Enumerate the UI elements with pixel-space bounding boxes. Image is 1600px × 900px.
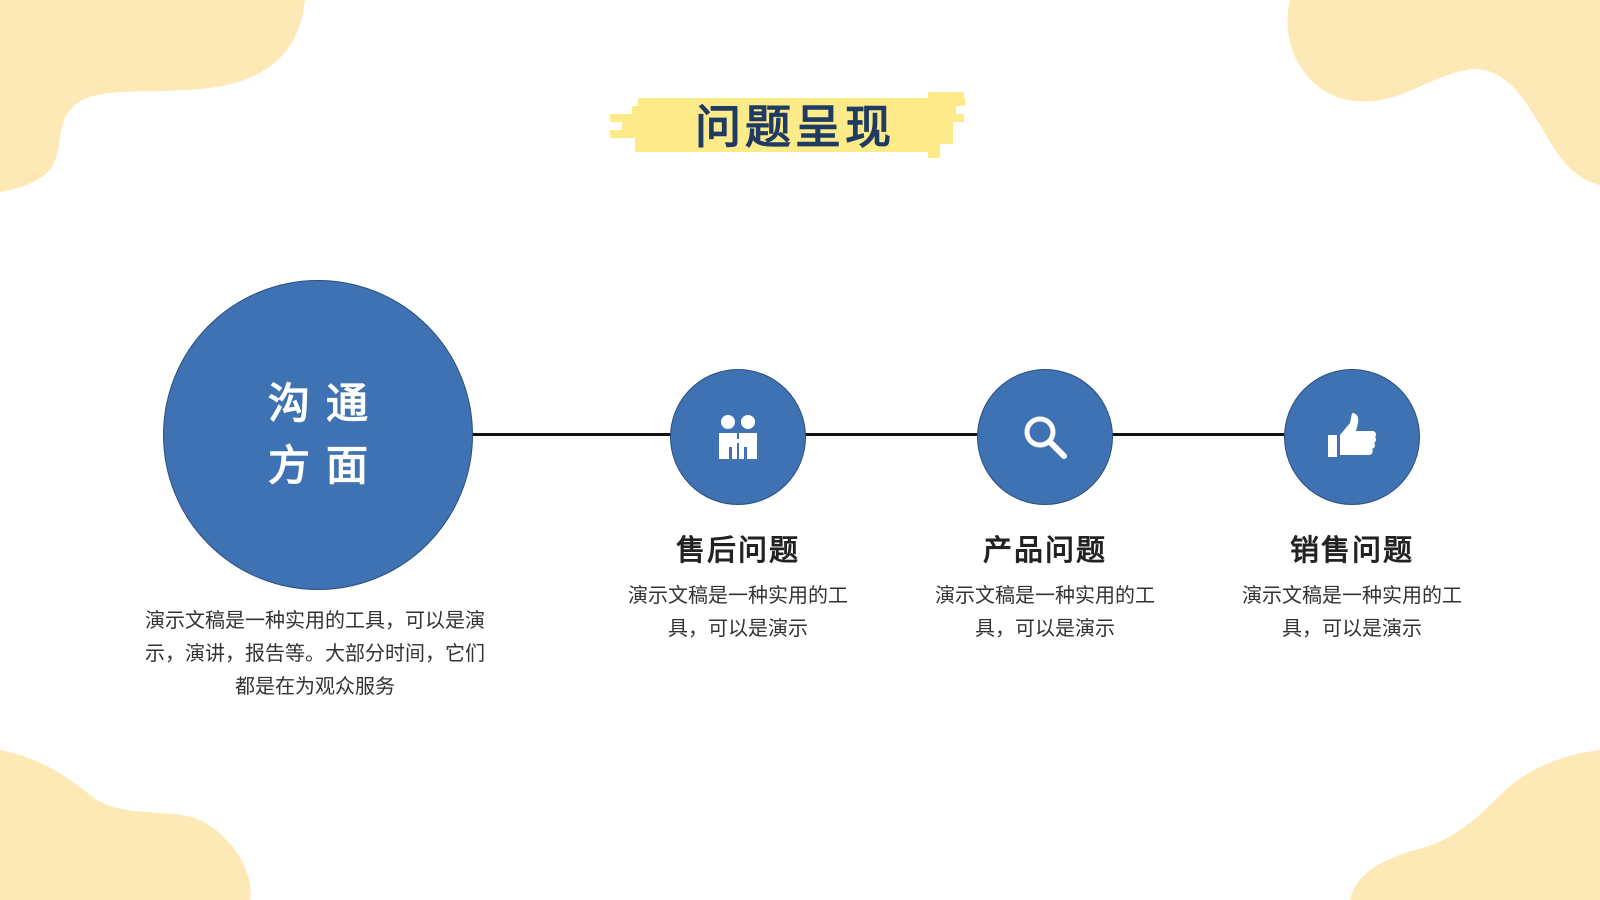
corner-blob-top-left [0, 0, 305, 192]
timeline-connector [470, 433, 1300, 436]
step-title: 产品问题 [982, 533, 1107, 567]
step-circle [1284, 369, 1420, 505]
title-banner: 问题呈现 [610, 92, 980, 166]
page-title: 问题呈现 [695, 100, 895, 154]
people-icon [719, 415, 757, 459]
corner-blob-top-right [1287, 0, 1600, 185]
main-topic-circle: 沟通 方面 [163, 280, 473, 590]
main-topic-line2: 方面 [267, 441, 384, 490]
step-description: 演示文稿是一种实用的工具，可以是演示 [935, 583, 1155, 640]
step-circle [977, 369, 1113, 505]
step-title: 销售问题 [1289, 533, 1414, 567]
step-description: 演示文稿是一种实用的工具，可以是演示 [628, 583, 848, 640]
main-topic-description: 演示文稿是一种实用的工具，可以是演示，演讲，报告等。大部分时间，它们都是在为观众… [145, 608, 485, 698]
corner-blob-bottom-left [0, 750, 251, 900]
step-title: 售后问题 [675, 533, 800, 567]
step-description: 演示文稿是一种实用的工具，可以是演示 [1242, 583, 1462, 640]
search-icon [1024, 416, 1067, 459]
thumbs-up-icon [1328, 413, 1377, 457]
step-circle [670, 369, 806, 505]
title-highlight [610, 92, 965, 158]
main-topic-line1: 沟通 [267, 379, 384, 428]
corner-blob-bottom-right [1350, 750, 1600, 900]
